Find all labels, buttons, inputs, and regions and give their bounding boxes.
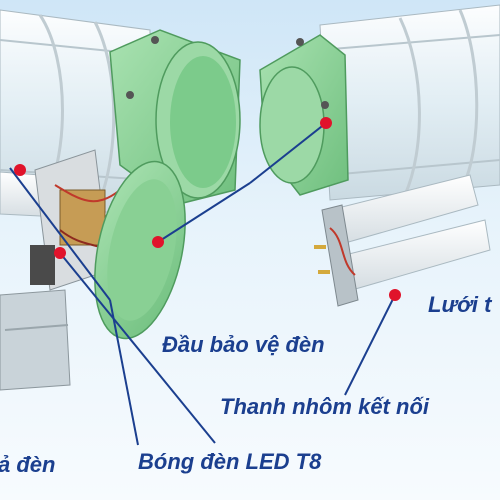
right-glass-cover <box>319 4 500 201</box>
left-green-door <box>94 160 186 340</box>
aluminum-bar-piece <box>0 289 71 391</box>
label-luoi: Lưới t <box>428 292 492 317</box>
pointer-lines <box>9 122 396 446</box>
label-thanh-nhom-ket-noi: Thanh nhôm kết nối <box>220 394 429 419</box>
label-bong-den-led-t8: Bóng đèn LED T8 <box>138 449 322 474</box>
label-dau-bao-ve-den: Đầu bảo vệ đèn <box>162 332 325 357</box>
left-end-cap <box>30 149 126 291</box>
label-vo-den: ả đèn <box>0 452 56 477</box>
right-green-housing <box>259 34 349 196</box>
pointer-dots <box>14 117 401 301</box>
left-green-housing <box>109 29 241 206</box>
right-led-tubes <box>314 174 491 307</box>
